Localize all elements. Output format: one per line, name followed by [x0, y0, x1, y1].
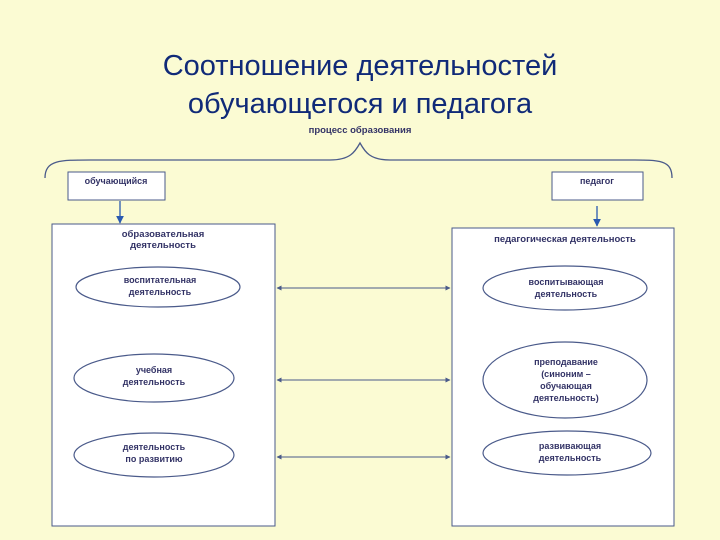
right-item-2-line-1: преподавание [534, 357, 598, 367]
title-line-2: обучающегося и педагога [187, 88, 533, 121]
right-ellipse-2 [482, 341, 648, 419]
right-item-1-line-1: воспитывающая [529, 277, 604, 287]
left-item-3-line-1: деятельность [123, 442, 186, 452]
learner-box [67, 171, 166, 201]
page-title: Соотношение деятельностей обучающегося и… [0, 47, 720, 123]
teacher-box [551, 171, 644, 201]
left-ellipse-3 [73, 432, 235, 478]
left-item-3-line-2: по развитию [125, 454, 183, 464]
left-item-1-line-2: деятельность [129, 287, 192, 297]
right-panel-heading: педагогическая деятельность [494, 234, 636, 245]
process-brace [44, 141, 673, 179]
process-label: процесс образования [309, 125, 412, 136]
left-item-2-line-2: деятельность [123, 377, 186, 387]
left-panel-heading-1: образовательная [122, 229, 205, 240]
right-item-2-line-3: обучающая [540, 381, 592, 391]
right-item-3-line-2: деятельность [539, 453, 602, 463]
learner-label: обучающийся [85, 176, 148, 186]
right-ellipse-3 [482, 430, 652, 476]
title-line-1: Соотношение деятельностей [162, 50, 558, 83]
teacher-label: педагог [580, 176, 614, 186]
left-panel-heading-2: деятельность [130, 240, 196, 251]
left-ellipse-1 [75, 266, 241, 308]
left-item-2-line-1: учебная [136, 365, 172, 375]
left-ellipse-2 [73, 353, 235, 403]
right-item-3-line-1: развивающая [539, 441, 601, 451]
right-item-2-line-4: деятельность) [533, 393, 598, 403]
right-item-2-line-2: (синоним – [541, 369, 591, 379]
right-item-1-line-2: деятельность [535, 289, 598, 299]
left-item-1-line-1: воспитательная [124, 275, 197, 285]
right-ellipse-1 [482, 265, 648, 311]
